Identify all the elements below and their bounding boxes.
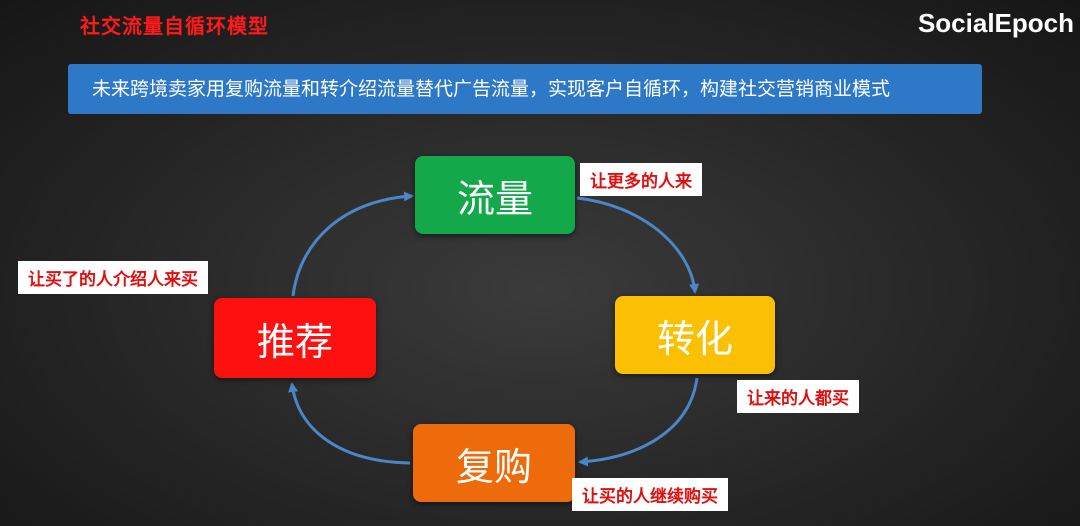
- page-title: 社交流量自循环模型: [80, 14, 269, 38]
- arrow-refer-to-flow: [291, 191, 414, 297]
- node-repurchase: 复购: [413, 424, 575, 502]
- note-refer: 让买了的人介绍人来买: [18, 261, 208, 294]
- node-flow: 流量: [415, 156, 575, 234]
- note-flow: 让更多的人来: [580, 163, 702, 196]
- brand-logo: SocialEpoch: [917, 8, 1074, 38]
- node-convert: 转化: [615, 296, 775, 374]
- arrow-flow-to-convert: [576, 196, 700, 294]
- note-repurchase: 让买的人继续购买: [572, 478, 728, 511]
- node-refer: 推荐: [214, 298, 376, 378]
- note-convert: 让来的人都买: [737, 380, 859, 413]
- arrow-convert-to-repurchase: [578, 377, 699, 467]
- summary-banner: 未来跨境卖家用复购流量和转介绍流量替代广告流量，实现客户自循环，构建社交营销商业…: [68, 64, 982, 114]
- arrow-repurchase-to-refer: [288, 382, 411, 465]
